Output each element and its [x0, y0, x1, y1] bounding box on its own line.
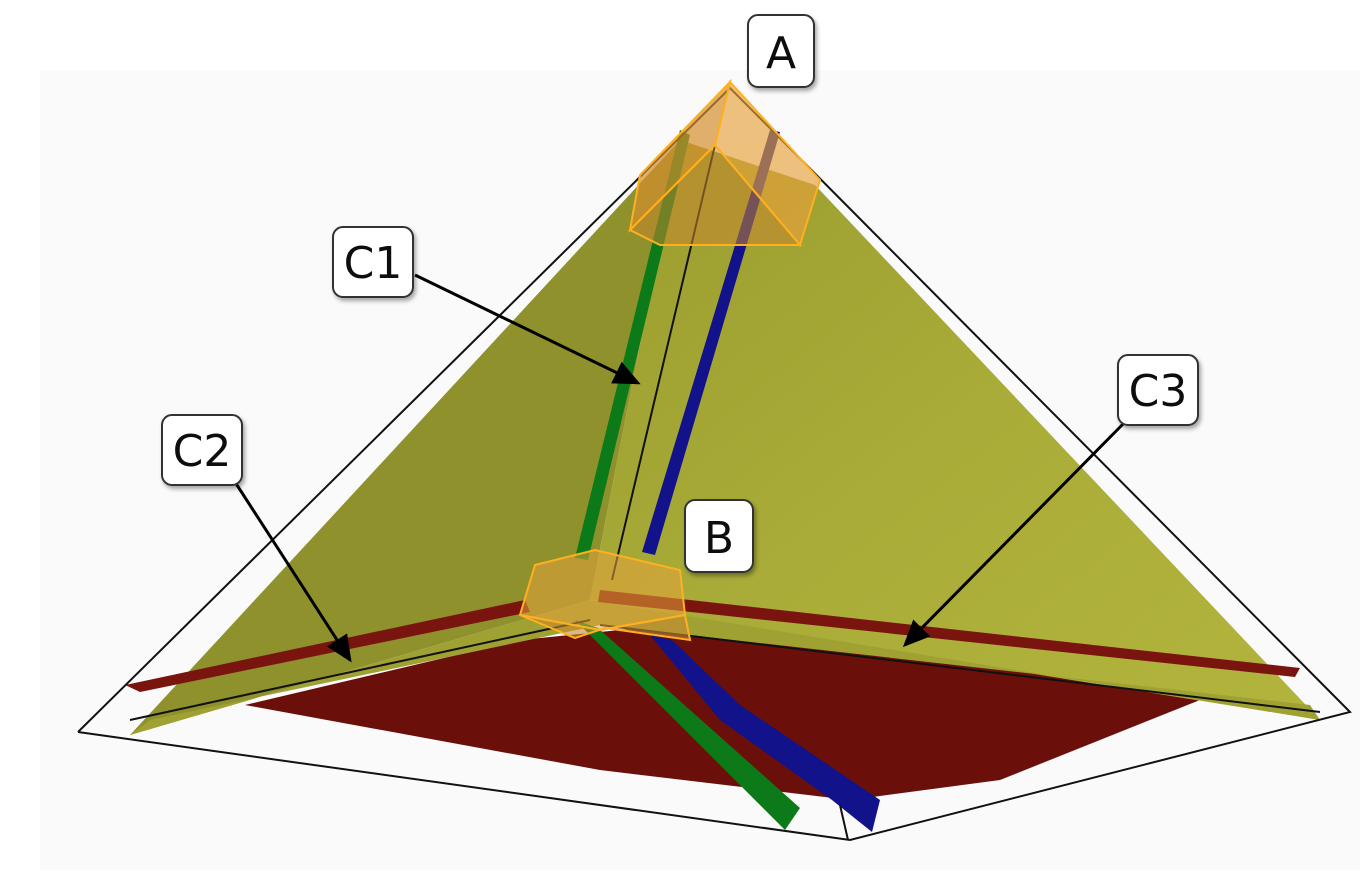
label-c3: C3 [1129, 366, 1188, 417]
callout-b: B [684, 499, 754, 573]
arrow-c1 [414, 273, 641, 385]
arrow-c3 [902, 420, 1127, 648]
callout-c3: C3 [1117, 354, 1199, 426]
region-box-a [628, 78, 822, 248]
edge-c3 [599, 624, 1321, 713]
label-c2: C2 [173, 426, 232, 477]
region-box-b [518, 548, 692, 642]
label-c1: C1 [344, 238, 403, 289]
red-strip-right [598, 590, 1300, 677]
callout-c2: C2 [161, 414, 243, 486]
pyramid-wireframe [77, 86, 1352, 842]
green-strip-lower [575, 620, 800, 830]
label-b: B [704, 513, 734, 564]
label-a: A [766, 28, 796, 79]
callout-c1: C1 [332, 226, 414, 298]
callout-a: A [747, 14, 815, 88]
blue-strip-lower [650, 635, 880, 832]
pyramid-wireframe-front [839, 804, 849, 841]
arrow-c2 [233, 481, 352, 663]
edge-c2 [129, 619, 591, 721]
yellow-right-face [590, 140, 1320, 720]
